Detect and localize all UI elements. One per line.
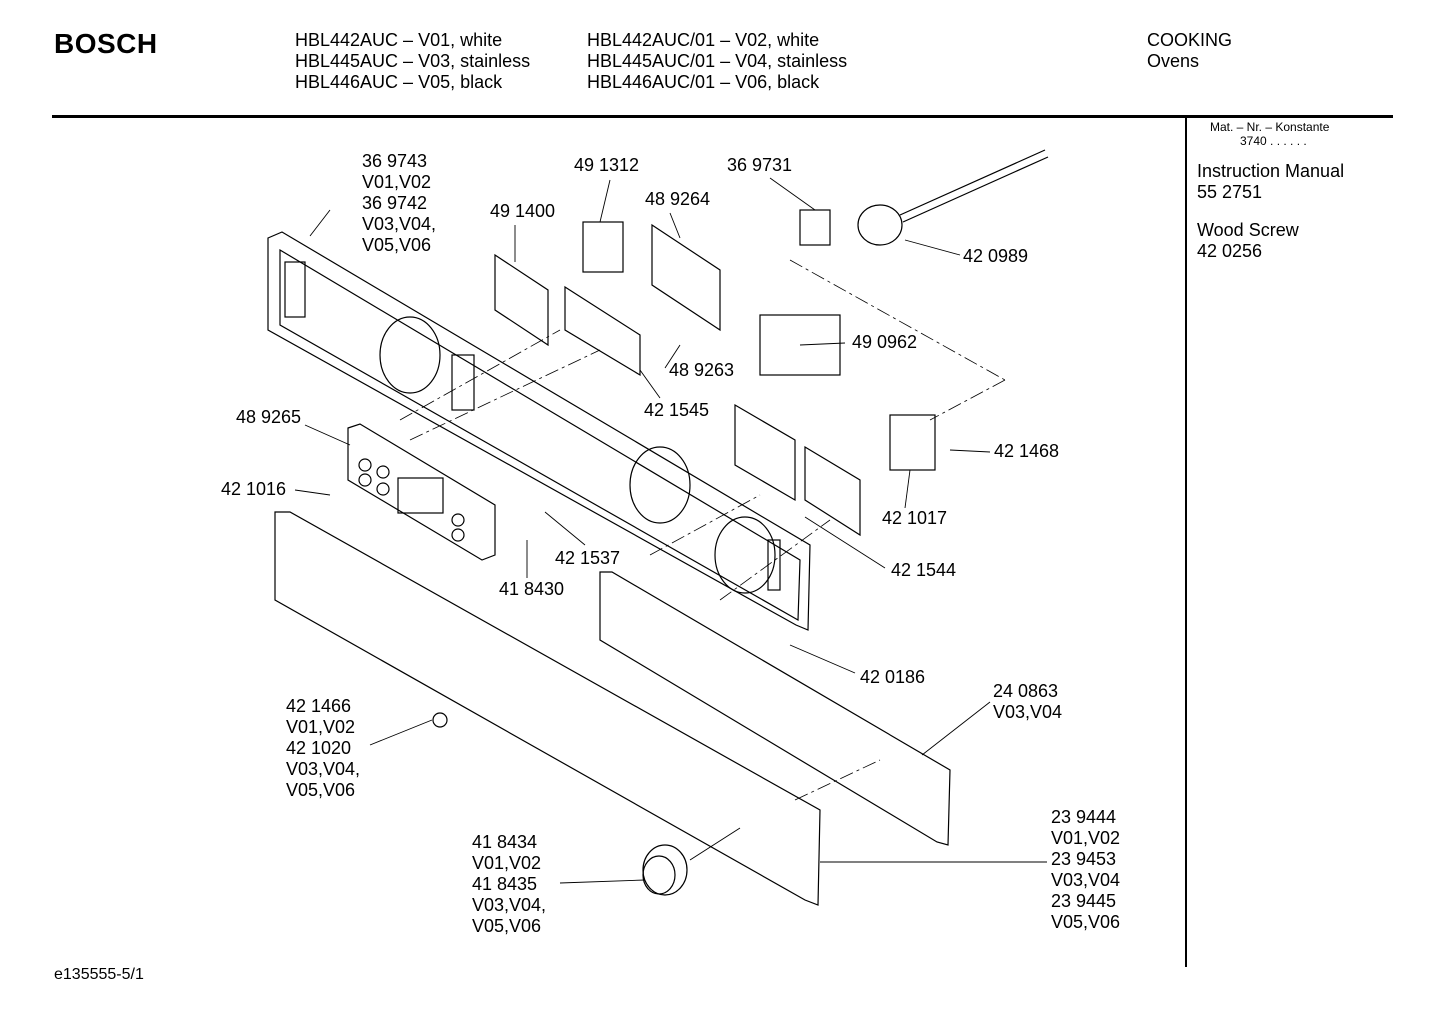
leader-lines [294,177,1047,884]
part-line: V05,V06 [1051,912,1121,932]
part-label-491312: 49 1312 [574,155,640,175]
part-label-421468: 42 1468 [994,441,1060,461]
circuit-board [734,403,796,502]
front-glass-right [599,571,951,846]
part-label-240863: 24 0863 V03,V04 [993,681,1062,723]
control-frame [267,231,811,631]
document-code: e135555-5/1 [54,966,144,983]
category-line: Ovens [1147,51,1200,71]
part-line: V01,V02 [286,717,356,737]
model-line: HBL442AUC – V01, white [295,30,503,50]
part-line: 41 8434 [472,832,538,852]
part-label-421017: 42 1017 [882,508,948,528]
part-label-421545: 42 1545 [644,400,710,420]
circuit-board [651,223,721,332]
part-line: V03,V04, [362,214,437,234]
part-line: V05,V06 [362,235,432,255]
part-label-489264: 48 9264 [645,189,711,209]
part-line: 42 1020 [286,738,352,758]
terminal-block [759,314,841,376]
side-item-part: 55 2751 [1197,182,1263,202]
mat-title: Mat. – Nr. – Konstante [1210,120,1330,134]
model-line: HBL445AUC – V03, stainless [295,51,531,71]
side-item: Wood Screw 42 0256 [1197,220,1299,262]
bracket [564,285,641,377]
part-label-420186: 42 0186 [860,667,926,687]
brand-logo: BOSCH [54,28,158,59]
selector-switch [582,221,624,273]
side-item: Instruction Manual 55 2751 [1197,161,1344,203]
part-line: 41 8435 [472,874,538,894]
part-line: 23 9445 [1051,891,1117,911]
circuit-board [804,445,861,537]
part-line: V01,V02 [362,172,432,192]
mat-number: 3740 . . . . . . [1240,134,1307,148]
part-line: V01,V02 [472,853,542,873]
model-line: HBL445AUC/01 – V04, stainless [587,51,848,71]
part-label-369731: 36 9731 [727,155,793,175]
part-label-421016: 42 1016 [221,479,287,499]
model-line: HBL442AUC/01 – V02, white [587,30,820,50]
knob [642,844,688,896]
side-item-name: Instruction Manual [1197,161,1345,181]
part-label-420989: 42 0989 [963,246,1029,266]
part-line: 36 9743 [362,151,428,171]
part-label-491400: 49 1400 [490,201,556,221]
part-line: 42 1466 [286,696,352,716]
part-line: 23 9444 [1051,807,1117,827]
button-cap [432,712,448,728]
part-line: 24 0863 [993,681,1059,701]
side-item-part: 42 0256 [1197,241,1263,261]
part-label-421544: 42 1544 [891,560,957,580]
part-line: V05,V06 [472,916,542,936]
part-label-418434: 41 8434 V01,V02 41 8435 V03,V04, V05,V06 [472,832,546,937]
part-line: V01,V02 [1051,828,1121,848]
model-list-primary: HBL442AUC – V01, white HBL445AUC – V03, … [295,30,530,93]
part-label-369743: 36 9743 V01,V02 36 9742 V03,V04, V05,V06 [362,151,436,256]
front-glass-left [274,511,821,906]
part-label-421537: 42 1537 [555,548,621,568]
thermostat [799,149,1049,246]
mat-nr-box: Mat. – Nr. – Konstante 3740 . . . . . . [1210,120,1329,148]
part-label-490962: 49 0962 [852,332,918,352]
side-item-name: Wood Screw [1197,220,1299,240]
part-line: V03,V04, [472,895,547,915]
part-label-421466: 42 1466 V01,V02 42 1020 V03,V04, V05,V06 [286,696,360,801]
part-label-239444: 23 9444 V01,V02 23 9453 V03,V04 23 9445 … [1051,807,1120,933]
category-line: COOKING [1147,30,1233,50]
circuit-board [494,253,549,347]
model-line: HBL446AUC/01 – V06, black [587,72,820,92]
part-label-489263: 48 9263 [669,360,735,380]
part-label-489265: 48 9265 [236,407,302,427]
part-line: 23 9453 [1051,849,1117,869]
selector-switch [889,414,936,471]
part-line: V05,V06 [286,780,356,800]
part-line: 36 9742 [362,193,428,213]
part-label-418430: 41 8430 [499,579,565,599]
model-line: HBL446AUC – V05, black [295,72,503,92]
part-line: V03,V04 [993,702,1063,722]
side-divider [1185,117,1187,967]
header-divider [52,115,1393,118]
part-line: V03,V04, [286,759,361,779]
display-module [347,423,496,561]
model-list-secondary: HBL442AUC/01 – V02, white HBL445AUC/01 –… [587,30,847,93]
assembly-lines [399,259,1006,801]
category: COOKING Ovens [1147,30,1232,72]
part-line: V03,V04 [1051,870,1121,890]
